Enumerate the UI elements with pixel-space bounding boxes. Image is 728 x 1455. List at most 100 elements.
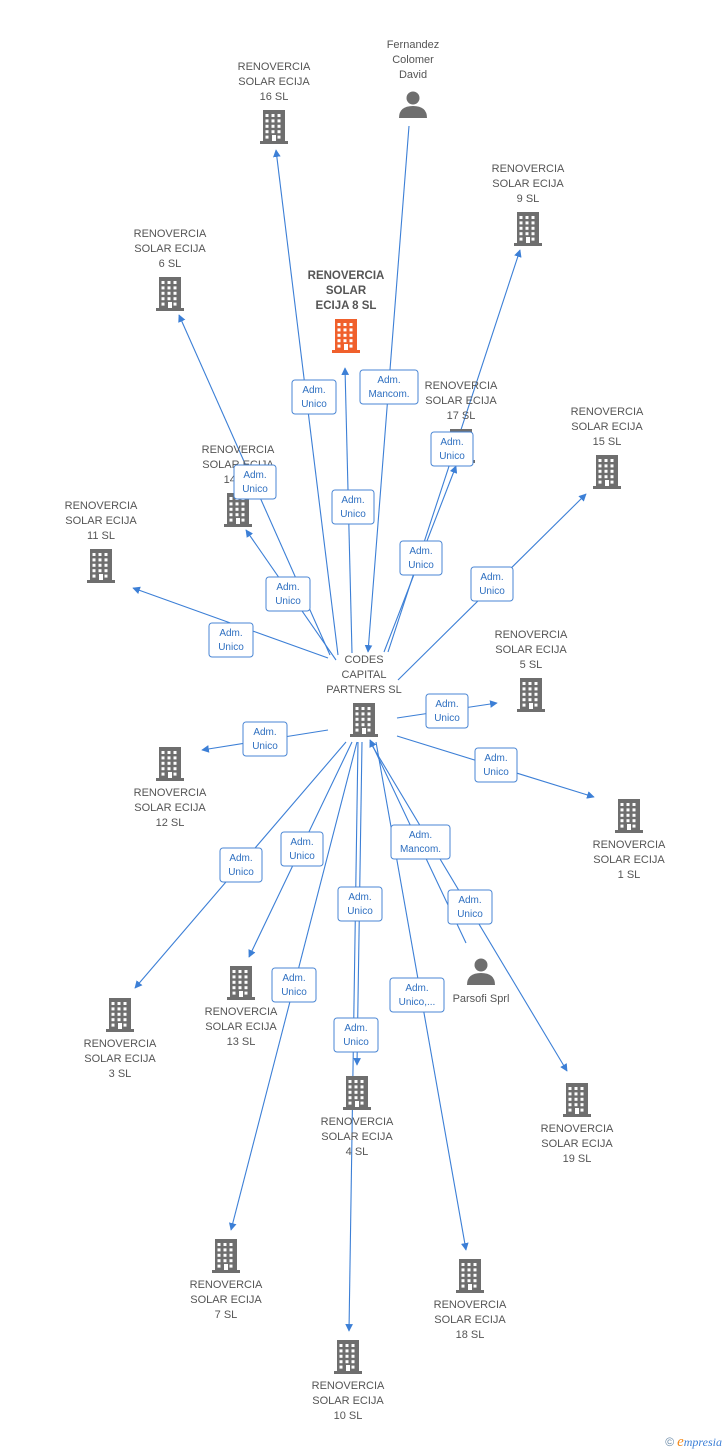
node-label-line: SOLAR ECIJA <box>134 802 206 814</box>
node-label-line: 19 SL <box>563 1153 592 1165</box>
node-label-line: RENOVERCIA <box>571 406 644 418</box>
person-icon <box>467 958 495 985</box>
relation-label: Unico <box>347 906 373 917</box>
relation-label: Adm. <box>282 973 305 984</box>
relation-label: Adm. <box>484 753 507 764</box>
node-label-line: ECIJA 8 SL <box>316 300 377 312</box>
copyright-icon: © <box>665 1435 675 1449</box>
building-icon <box>212 1239 240 1273</box>
relation-badge[interactable]: Adm. Unico <box>291 379 337 415</box>
relation-badge[interactable]: Adm.Unico <box>425 693 469 729</box>
node-label-line: SOLAR ECIJA <box>492 178 564 190</box>
relation-label: Adm. <box>348 892 371 903</box>
relation-label: Adm. <box>480 572 503 583</box>
node-label-line: PARTNERS SL <box>326 684 401 696</box>
node-label-line: David <box>399 69 427 81</box>
relation-label: Adm. <box>302 385 325 396</box>
relation-badge[interactable]: Adm.Unico <box>219 847 263 883</box>
relation-label: Mancom. <box>400 844 441 855</box>
node-label-line: 9 SL <box>517 193 540 205</box>
node-label-line: RENOVERCIA <box>134 787 207 799</box>
node-label-line: SOLAR ECIJA <box>312 1395 384 1407</box>
relation-label: Unico <box>242 484 268 495</box>
node-label-line: 7 SL <box>215 1309 238 1321</box>
node-r12[interactable]: RENOVERCIA SOLAR ECIJA 12 SL <box>134 747 207 829</box>
empresia-logo: © empresia <box>665 1434 722 1450</box>
node-label-line: SOLAR ECIJA <box>238 76 310 88</box>
relation-badge[interactable]: Adm.Mancom. <box>359 369 419 405</box>
node-label-line: RENOVERCIA <box>312 1380 385 1392</box>
relation-badge[interactable]: Adm.Unico <box>208 622 254 658</box>
building-icon <box>87 549 115 583</box>
relation-label: Adm. <box>219 628 242 639</box>
relation-badge[interactable]: Adm. Unico <box>474 747 518 783</box>
relation-badge[interactable]: Adm. Unico <box>337 886 383 922</box>
relation-badge[interactable]: Adm.Unico <box>399 540 443 576</box>
relation-badge[interactable]: Adm.Unico <box>331 489 375 525</box>
relation-label: Adm. <box>229 853 252 864</box>
relation-badge[interactable]: Adm.Unico <box>430 431 474 467</box>
relation-label: Unico <box>457 909 483 920</box>
relation-label: Unico <box>301 399 327 410</box>
node-label-line: 1 SL <box>618 869 641 881</box>
focus-building-icon <box>332 319 360 353</box>
relation-badge[interactable]: Adm.Unico <box>271 967 317 1003</box>
relation-label: Adm. <box>290 837 313 848</box>
relation-badge[interactable]: Adm.Unico <box>333 1017 379 1053</box>
node-label-line: Fernandez <box>387 39 440 51</box>
node-label-line: RENOVERCIA <box>205 1006 278 1018</box>
relation-label: Adm. <box>344 1023 367 1034</box>
building-icon <box>260 110 288 144</box>
relation-badge[interactable]: Adm.Unico <box>470 566 514 602</box>
relation-badge[interactable]: Adm.Unico,... <box>389 977 445 1013</box>
node-label-line: RENOVERCIA <box>65 500 138 512</box>
relation-label: Unico <box>483 767 509 778</box>
relation-badge[interactable]: Adm.Unico <box>242 721 288 757</box>
relation-badge[interactable]: Adm. Unico <box>447 889 493 925</box>
node-label-line: Parsofi Sprl <box>453 993 510 1005</box>
node-label-line: RENOVERCIA <box>425 380 498 392</box>
node-label-line: SOLAR <box>326 285 367 297</box>
relation-badge[interactable]: Adm.Unico <box>233 464 277 500</box>
node-label-line: CAPITAL <box>341 669 386 681</box>
node-label-line: 6 SL <box>159 258 182 270</box>
building-icon <box>106 998 134 1032</box>
relation-label: Unico <box>439 451 465 462</box>
relation-badge[interactable]: Adm.Unico <box>280 831 324 867</box>
relation-label: Adm. <box>341 495 364 506</box>
node-label-line: 18 SL <box>456 1329 485 1341</box>
node-label-line: 5 SL <box>520 659 543 671</box>
relation-badge[interactable]: Adm.Mancom. <box>390 824 451 860</box>
relation-label: Unico <box>434 713 460 724</box>
relation-label: Adm. <box>405 983 428 994</box>
relation-label: Adm. <box>458 895 481 906</box>
node-label-line: SOLAR ECIJA <box>84 1053 156 1065</box>
node-label-line: SOLAR ECIJA <box>425 395 497 407</box>
node-label-line: 17 SL <box>447 410 476 422</box>
node-parsofi[interactable]: Parsofi Sprl <box>453 958 510 1006</box>
relation-label: Adm. <box>377 375 400 386</box>
node-label-line: 4 SL <box>346 1146 369 1158</box>
node-label-line: SOLAR ECIJA <box>571 421 643 433</box>
node-label-line: 12 SL <box>156 817 185 829</box>
building-icon <box>593 455 621 489</box>
relation-badge[interactable]: Adm.Unico <box>265 576 311 612</box>
